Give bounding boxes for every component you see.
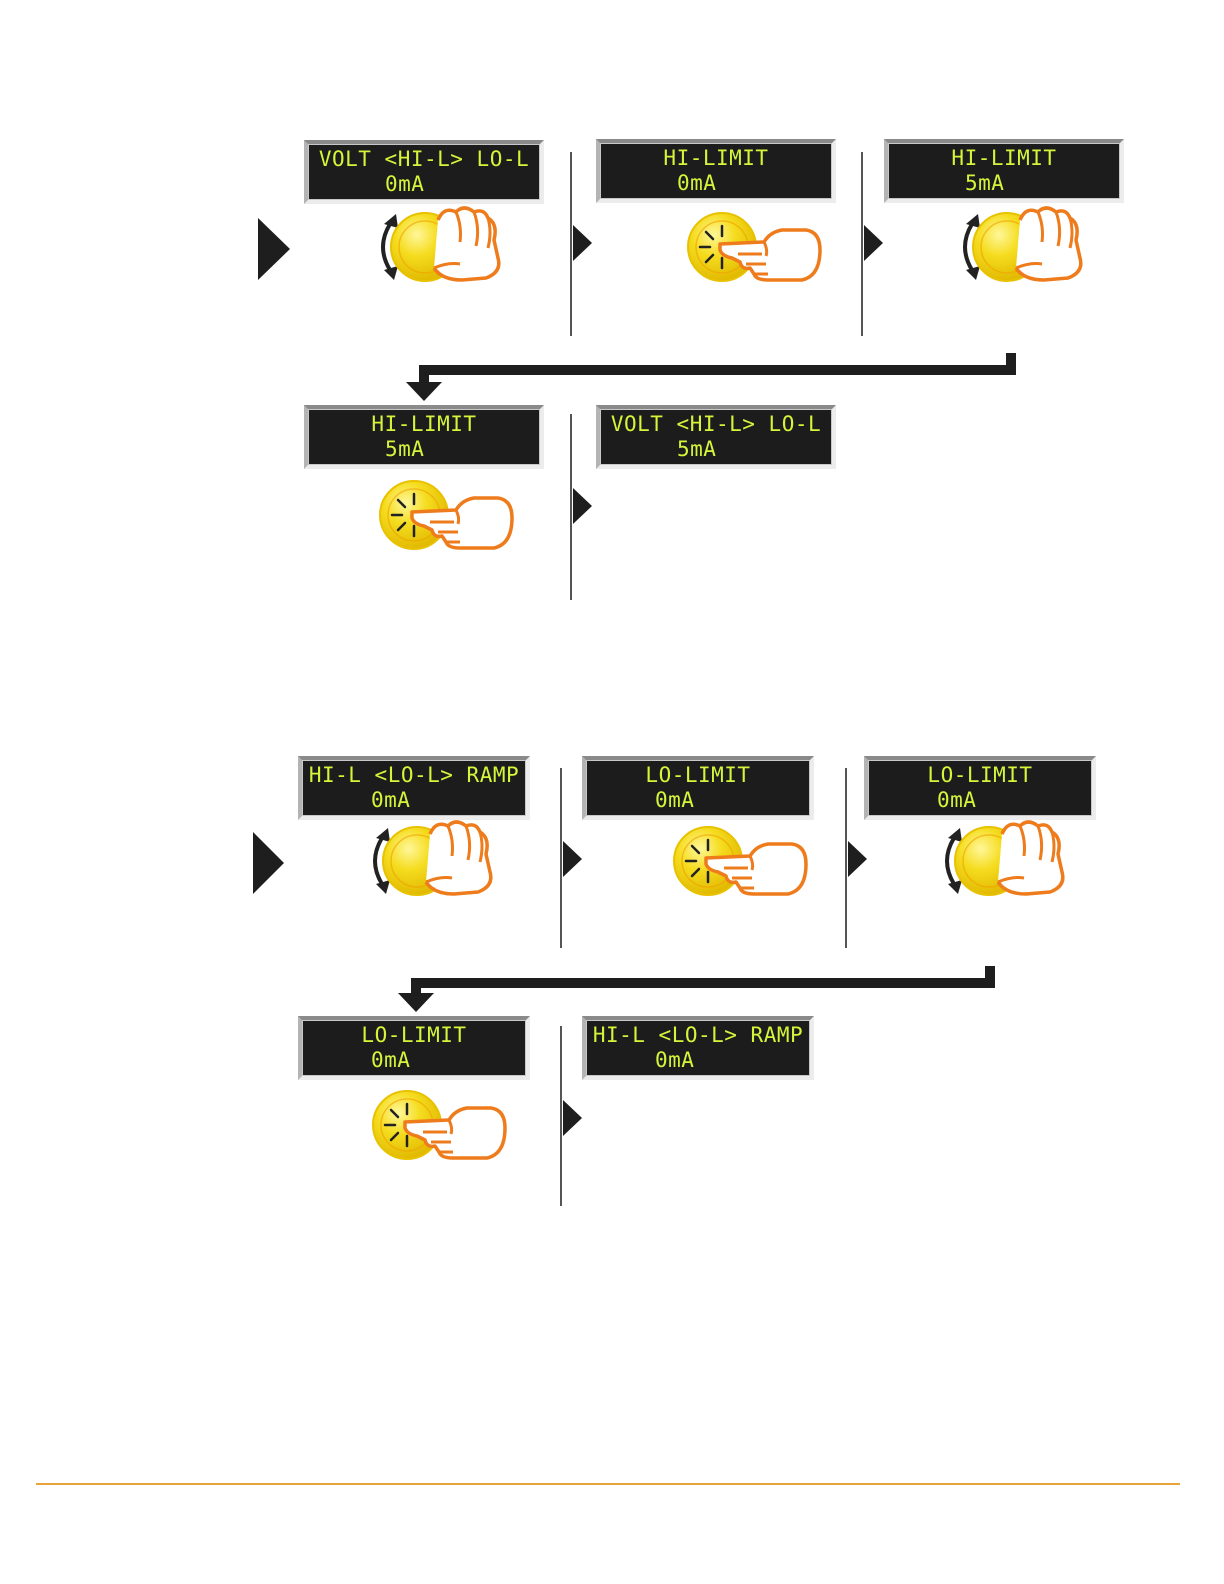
press-knob-icon xyxy=(376,470,516,560)
lcd-line-1: LO-LIMIT xyxy=(307,1023,521,1047)
flow-arrow-down xyxy=(406,382,442,401)
step-arrow-b1 xyxy=(253,832,284,894)
flow-connector xyxy=(419,365,1016,375)
lcd-line-2: 0mA xyxy=(307,1048,521,1072)
lcd-line-2: 0mA xyxy=(605,171,827,195)
lcd-display: LO-LIMIT 0mA xyxy=(582,756,814,820)
lcd-line-2: 0mA xyxy=(873,788,1087,812)
step-arrow-b3 xyxy=(848,841,867,877)
lcd-line-2: 5mA xyxy=(605,437,827,461)
step-arrow-a2 xyxy=(573,225,592,261)
divider xyxy=(845,768,847,948)
lcd-line-2: 0mA xyxy=(591,1048,805,1072)
lcd-line-1: LO-LIMIT xyxy=(873,763,1087,787)
lcd-display: HI-LIMIT 5mA xyxy=(884,139,1124,203)
lcd-line-1: HI-LIMIT xyxy=(605,146,827,170)
lcd-line-2: 0mA xyxy=(307,788,521,812)
lcd-display: HI-L <LO-L> RAMP 0mA xyxy=(582,1016,814,1080)
lcd-line-1: HI-LIMIT xyxy=(313,412,535,436)
rotate-knob-icon xyxy=(934,816,1074,906)
step-arrow-a5 xyxy=(573,488,592,524)
lcd-display: VOLT <HI-L> LO-L 5mA xyxy=(596,405,836,469)
step-arrow-b2 xyxy=(563,841,582,877)
lcd-line-2: 5mA xyxy=(313,437,535,461)
lcd-line-1: HI-LIMIT xyxy=(893,146,1115,170)
step-arrow-a3 xyxy=(864,225,883,261)
rotate-knob-icon xyxy=(370,202,510,292)
divider xyxy=(560,1026,562,1206)
lcd-display: LO-LIMIT 0mA xyxy=(298,1016,530,1080)
lcd-display: HI-LIMIT 0mA xyxy=(596,139,836,203)
press-knob-icon xyxy=(684,202,824,292)
lcd-line-1: HI-L <LO-L> RAMP xyxy=(591,1023,805,1047)
lcd-display: LO-LIMIT 0mA xyxy=(864,756,1096,820)
step-arrow-a1 xyxy=(258,218,290,280)
divider xyxy=(570,152,572,336)
divider xyxy=(861,152,863,336)
lcd-display: HI-LIMIT 5mA xyxy=(304,405,544,469)
flow-arrow-down xyxy=(398,993,434,1012)
lcd-display: HI-L <LO-L> RAMP 0mA xyxy=(298,756,530,820)
lcd-line-1: VOLT <HI-L> LO-L xyxy=(313,147,535,171)
lcd-line-2: 0mA xyxy=(313,172,535,196)
lcd-line-2: 5mA xyxy=(893,171,1115,195)
press-knob-icon xyxy=(670,816,810,906)
lcd-display: VOLT <HI-L> LO-L 0mA xyxy=(304,140,544,204)
flow-connector xyxy=(411,978,995,988)
step-arrow-b5 xyxy=(563,1100,582,1136)
divider xyxy=(570,414,572,600)
divider xyxy=(560,768,562,948)
lcd-line-1: VOLT <HI-L> LO-L xyxy=(605,412,827,436)
press-knob-icon xyxy=(369,1080,509,1170)
rotate-knob-icon xyxy=(952,202,1092,292)
lcd-line-2: 0mA xyxy=(591,788,805,812)
footer-rule xyxy=(36,1483,1180,1485)
lcd-line-1: HI-L <LO-L> RAMP xyxy=(307,763,521,787)
lcd-line-1: LO-LIMIT xyxy=(591,763,805,787)
rotate-knob-icon xyxy=(362,816,502,906)
